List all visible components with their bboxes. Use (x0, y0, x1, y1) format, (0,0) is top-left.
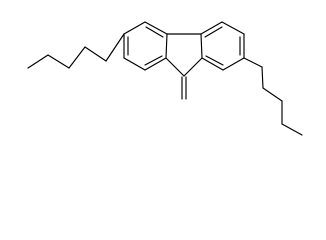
aromatic-inner-bond (204, 26, 223, 38)
bond (200, 33, 203, 59)
bond (68, 46, 86, 69)
bond (123, 21, 146, 35)
aromatic-inner-bond (145, 26, 164, 38)
bond (243, 57, 263, 68)
bond (27, 54, 49, 69)
aromatic-inner-bond (205, 55, 224, 66)
bond (201, 57, 224, 71)
right-pentyl-chain (243, 57, 303, 136)
bond (123, 57, 146, 71)
bond (47, 54, 70, 69)
left-benzene-ring (123, 21, 168, 71)
bond (144, 57, 167, 71)
bond (221, 21, 245, 35)
bond (105, 33, 125, 62)
methylidene-double-bond (181, 76, 187, 100)
bond (165, 57, 185, 77)
right-benzene-ring (200, 21, 245, 71)
bond (165, 33, 168, 59)
bond (261, 66, 264, 89)
bond (200, 21, 223, 35)
left-pentyl-chain (27, 33, 125, 69)
bond (84, 46, 107, 62)
bond (262, 87, 283, 102)
five-membered-ring (165, 33, 203, 77)
bond (144, 21, 168, 35)
bond (222, 57, 245, 71)
bond (281, 123, 303, 136)
bond (183, 57, 203, 77)
molecule-structure (27, 21, 303, 136)
aromatic-inner-bond (144, 55, 163, 66)
